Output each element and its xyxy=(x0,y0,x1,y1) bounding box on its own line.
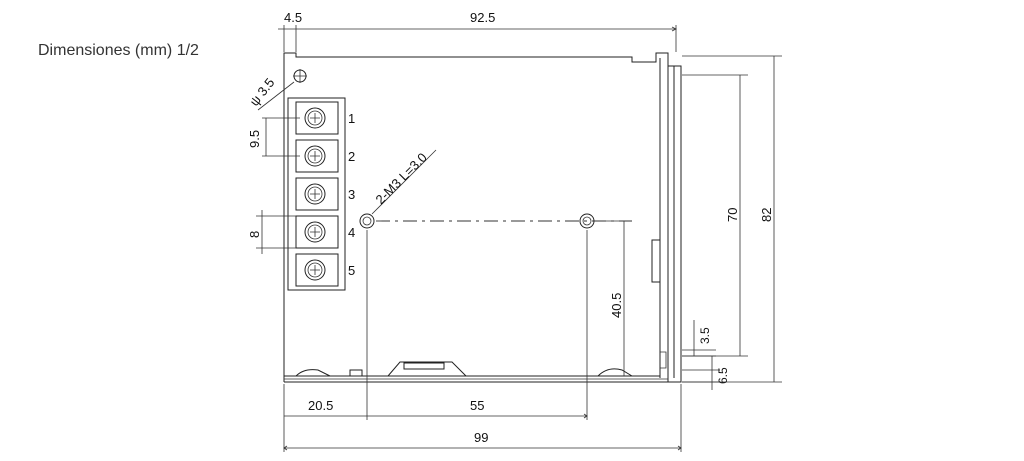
dim-bottom-offset-b: 6.5 xyxy=(716,367,730,384)
terminal-4 xyxy=(295,215,339,249)
dim-terminal-pitch: 9.5 xyxy=(247,130,262,148)
corner-hole xyxy=(293,69,307,83)
terminal-label-3: 3 xyxy=(348,187,355,202)
dim-left-offset: 20.5 xyxy=(308,398,333,413)
mount-hole-left xyxy=(359,213,375,229)
dim-bottom-offset-a: 3.5 xyxy=(698,327,712,344)
dim-total-width: 99 xyxy=(474,430,488,445)
dim-mount-holes: 2-M3 L=3.0 xyxy=(373,150,430,207)
enclosure-outline xyxy=(283,52,682,383)
dim-hole-spacing: 55 xyxy=(470,398,484,413)
terminal-2 xyxy=(295,139,339,173)
dim-terminal-width: 8 xyxy=(247,231,262,238)
dim-inner-height: 70 xyxy=(725,208,740,222)
dim-hole-diameter: ψ 3.5 xyxy=(247,75,278,109)
dim-top-width: 92.5 xyxy=(470,10,495,25)
terminal-1 xyxy=(295,101,339,135)
dim-total-height: 82 xyxy=(759,208,774,222)
terminal-block xyxy=(287,97,346,291)
terminal-label-5: 5 xyxy=(348,263,355,278)
dim-hole-height: 40.5 xyxy=(609,293,624,318)
terminal-5 xyxy=(295,253,339,287)
terminal-label-4: 4 xyxy=(348,225,355,240)
terminal-label-1: 1 xyxy=(348,111,355,126)
terminal-label-2: 2 xyxy=(348,149,355,164)
dim-top-offset: 4.5 xyxy=(284,10,302,25)
page-title: Dimensiones (mm) 1/2 xyxy=(38,42,199,59)
bottom-features xyxy=(295,239,667,377)
terminal-3 xyxy=(295,177,339,211)
